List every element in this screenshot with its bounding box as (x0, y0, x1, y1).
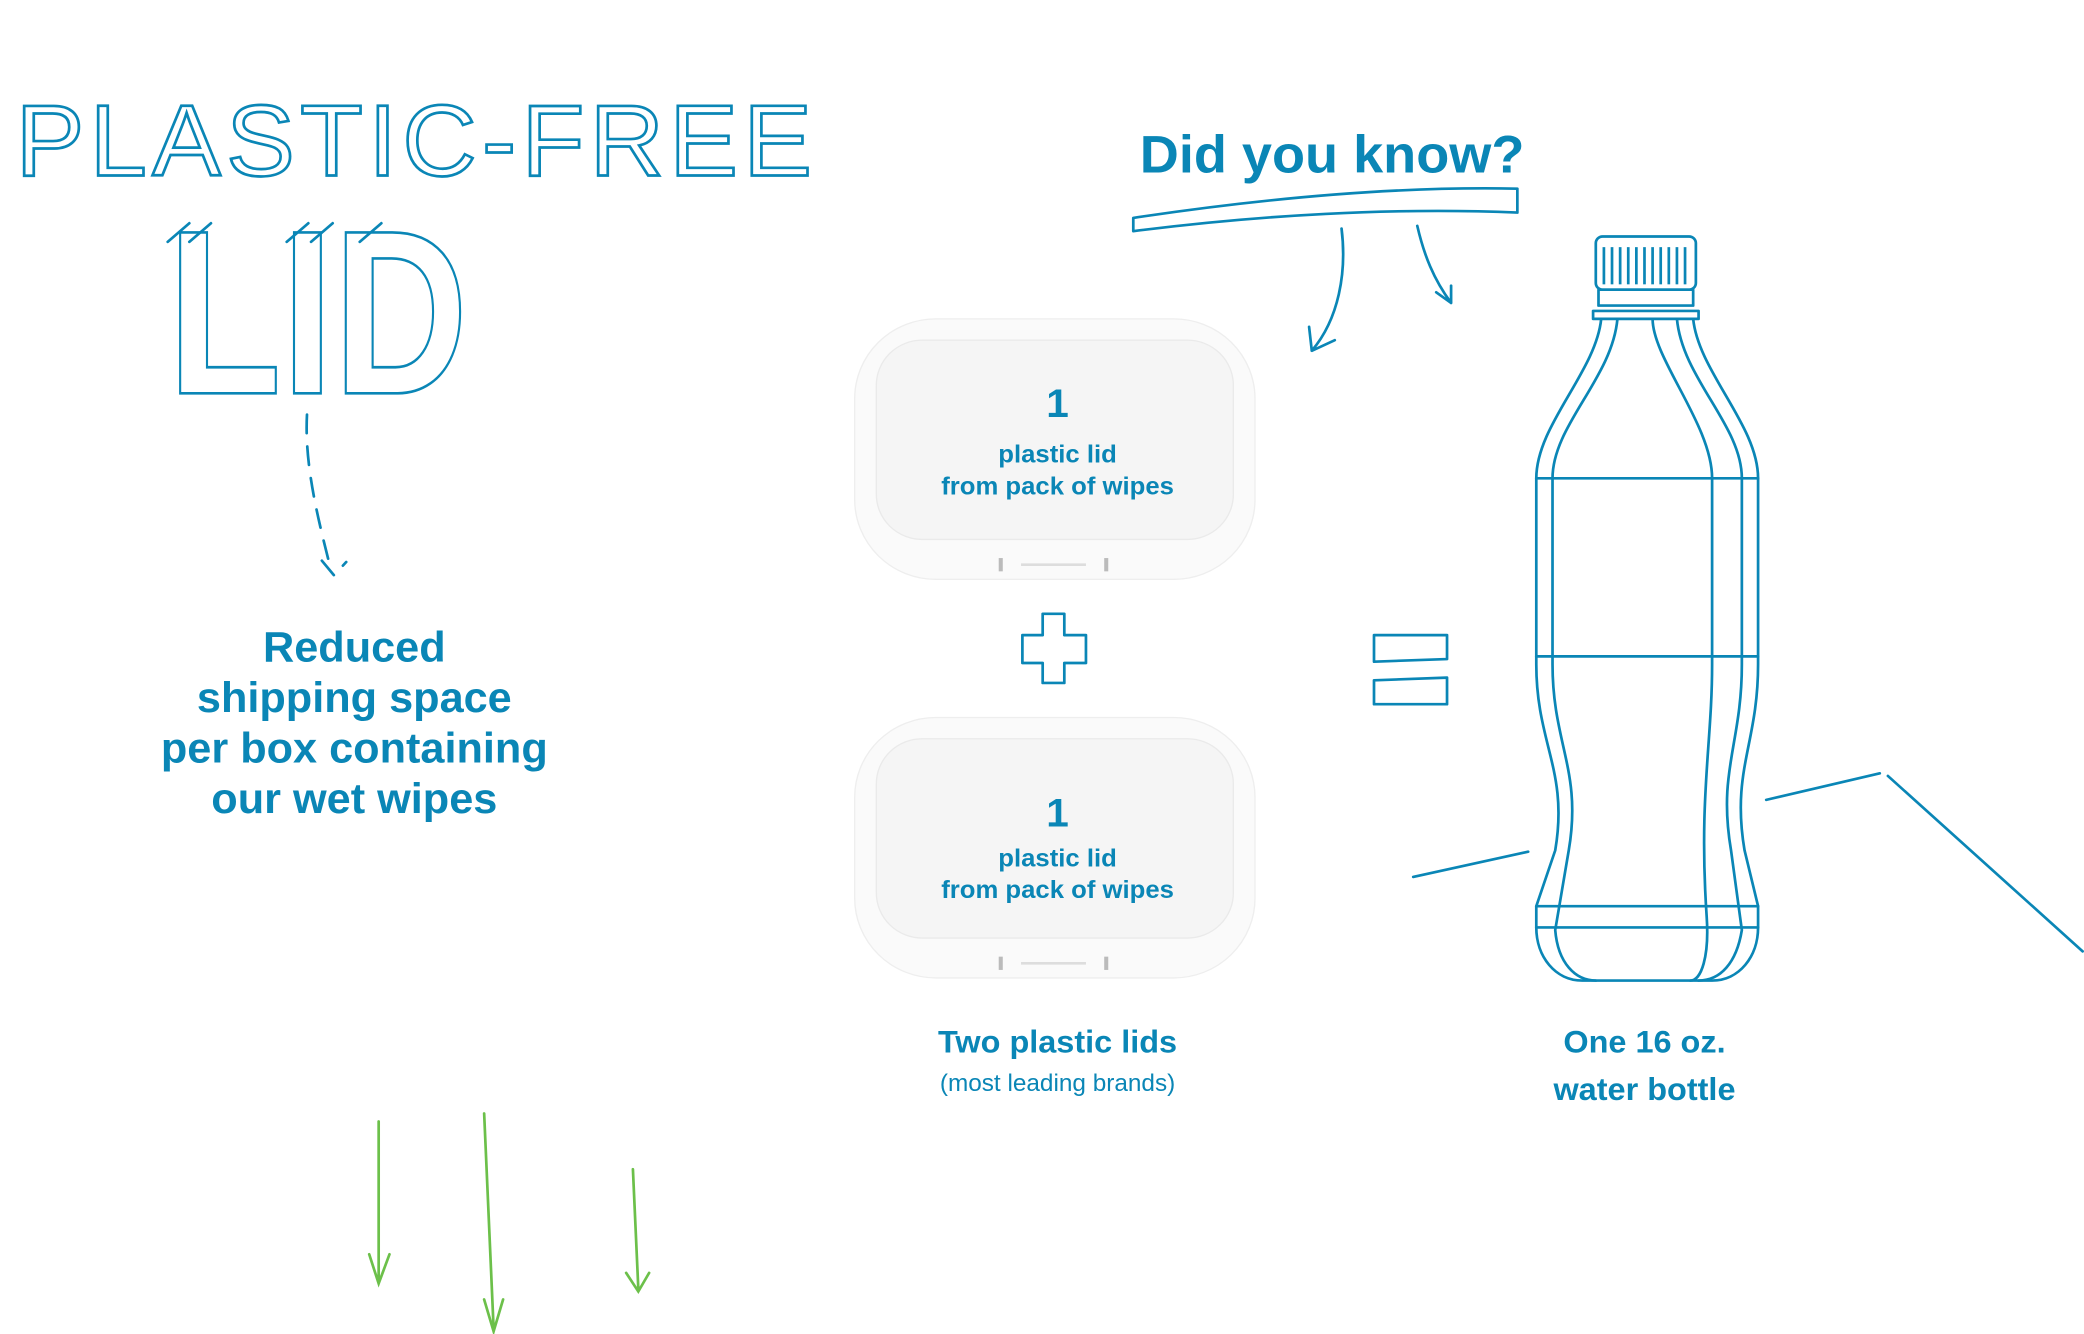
lid-count: 1 (1046, 382, 1069, 427)
callout-title: Did you know? (1140, 125, 1525, 184)
decorative-line (1764, 771, 2084, 953)
lid-label: from pack of wipes (941, 876, 1174, 904)
lid-3d-lettering: LID (166, 180, 469, 444)
headline-plastic-free: PLASTIC-FREE (16, 84, 818, 197)
decorative-line (1411, 850, 1530, 879)
benefit-line: per box containing (161, 725, 548, 773)
lid-text: LID (168, 181, 468, 443)
benefit-line: shipping space (197, 675, 512, 723)
lettering-extrusion (166, 221, 383, 244)
underline-swoosh (1131, 187, 1519, 233)
wipes-lid-2: 1 plastic lid from pack of wipes (854, 716, 1256, 979)
lids-caption-title: Two plastic lids (938, 1024, 1177, 1060)
plus-icon (1021, 612, 1088, 685)
arrow-icon (1307, 227, 1345, 353)
bottle-caption-line1: One 16 oz. (1563, 1024, 1725, 1060)
lid-label: plastic lid (998, 441, 1117, 469)
benefit-text: Reduced shipping space per box containin… (161, 624, 548, 823)
wipes-lid-1: 1 plastic lid from pack of wipes (854, 318, 1256, 580)
lids-caption-subtitle: (most leading brands) (940, 1070, 1175, 1097)
lid-label: from pack of wipes (941, 472, 1174, 500)
lid-label: plastic lid (998, 844, 1117, 872)
bottle-caption-line2: water bottle (1552, 1071, 1735, 1107)
arrow-icon (1415, 224, 1453, 305)
lid-count: 1 (1046, 791, 1069, 836)
green-arrows-icon (367, 1112, 651, 1334)
dashed-arrow-icon (305, 413, 348, 577)
water-bottle-illustration (1534, 235, 1760, 982)
equals-icon (1372, 633, 1449, 706)
benefit-line: our wet wipes (211, 775, 497, 823)
benefit-line: Reduced (263, 624, 446, 672)
